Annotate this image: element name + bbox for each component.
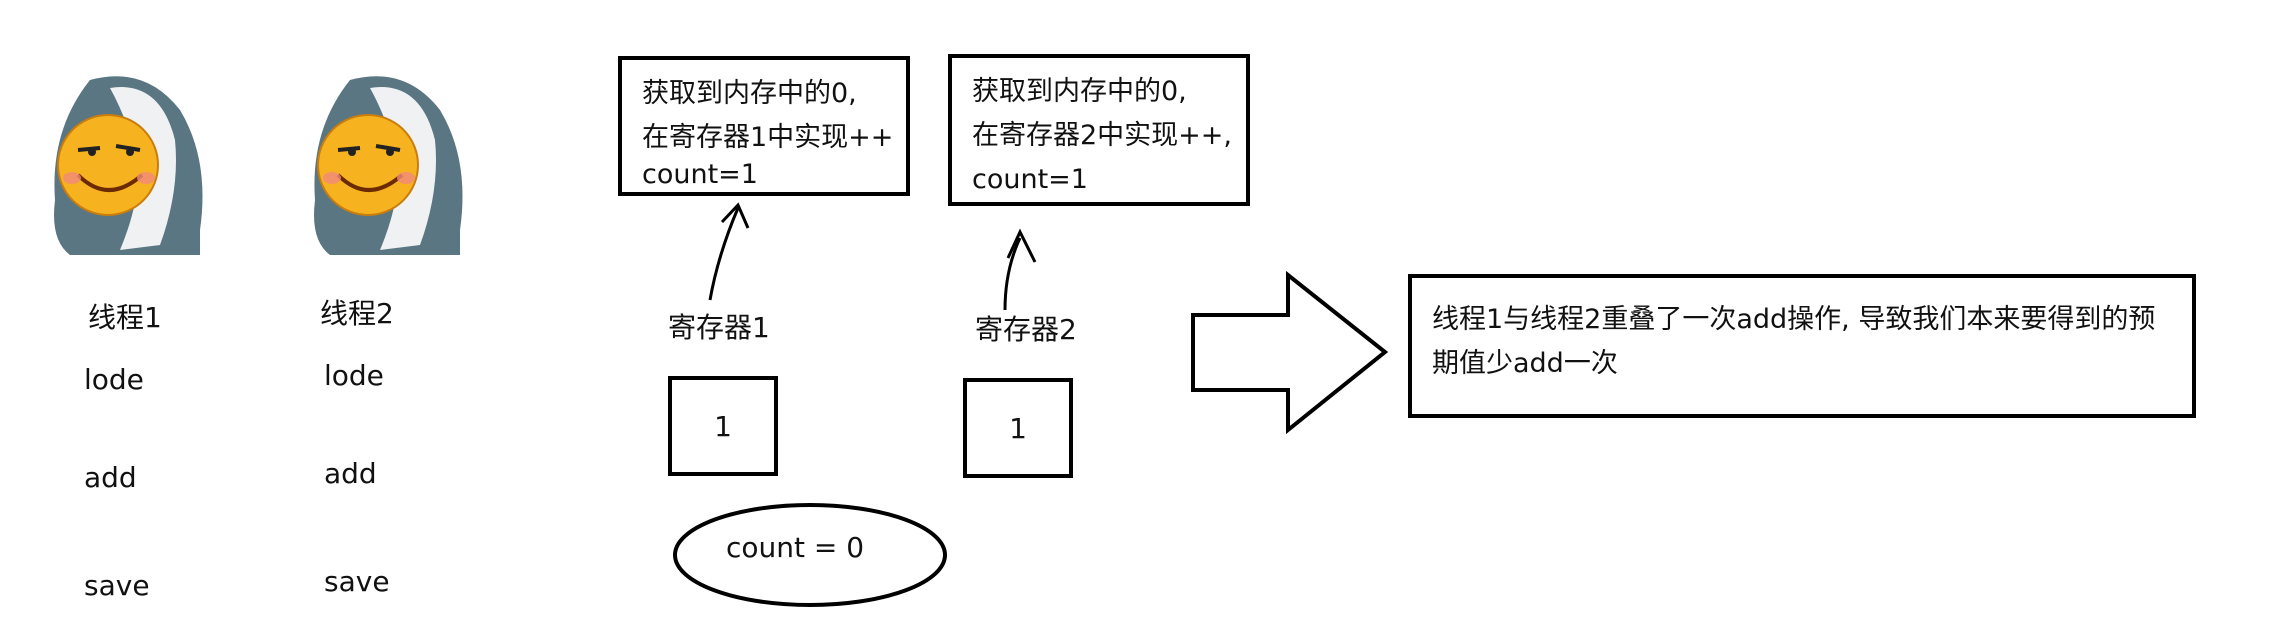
- register1-value: 1: [714, 409, 732, 443]
- register2-label: 寄存器2: [975, 313, 1077, 346]
- thread2-op-add: add: [324, 457, 377, 490]
- note2-line2: 在寄存器2中实现++,: [972, 120, 1233, 151]
- note2-line3: count=1: [972, 164, 1088, 195]
- conclusion-box: 线程1与线程2重叠了一次add操作, 导致我们本来要得到的预 期值少add一次: [1408, 274, 2196, 418]
- register1-label: 寄存器1: [668, 311, 770, 344]
- thread2-label: 线程2: [320, 297, 394, 330]
- note1-line3: count=1: [642, 159, 758, 190]
- thread1-op-save: save: [84, 569, 150, 602]
- conclusion-line2: 期值少add一次: [1432, 348, 1618, 379]
- register1-box: 1: [668, 376, 778, 476]
- memory-label: count = 0: [726, 531, 865, 564]
- thread1-label: 线程1: [88, 301, 162, 334]
- register2-box: 1: [963, 378, 1073, 478]
- arrow-register1-to-note1: [708, 202, 750, 301]
- note1-line2: 在寄存器1中实现++: [642, 122, 894, 153]
- thread2-op-save: save: [324, 565, 390, 598]
- big-right-arrow-icon: [1191, 270, 1389, 435]
- arrow-register2-to-note2: [1003, 228, 1037, 311]
- avatar-thread1-icon: [50, 70, 205, 260]
- note-box-thread2: 获取到内存中的0, 在寄存器2中实现++, count=1: [948, 54, 1250, 206]
- avatar-thread2-icon: [310, 70, 465, 260]
- thread1-op-lode: lode: [84, 363, 144, 396]
- conclusion-line1: 线程1与线程2重叠了一次add操作, 导致我们本来要得到的预: [1432, 304, 2156, 335]
- note1-line1: 获取到内存中的0,: [642, 78, 857, 109]
- register2-value: 1: [1009, 411, 1027, 445]
- note2-line1: 获取到内存中的0,: [972, 76, 1187, 107]
- memory-ellipse: [673, 503, 947, 607]
- thread2-op-lode: lode: [324, 359, 384, 392]
- thread1-op-add: add: [84, 461, 137, 494]
- note-box-thread1: 获取到内存中的0, 在寄存器1中实现++ count=1: [618, 56, 910, 196]
